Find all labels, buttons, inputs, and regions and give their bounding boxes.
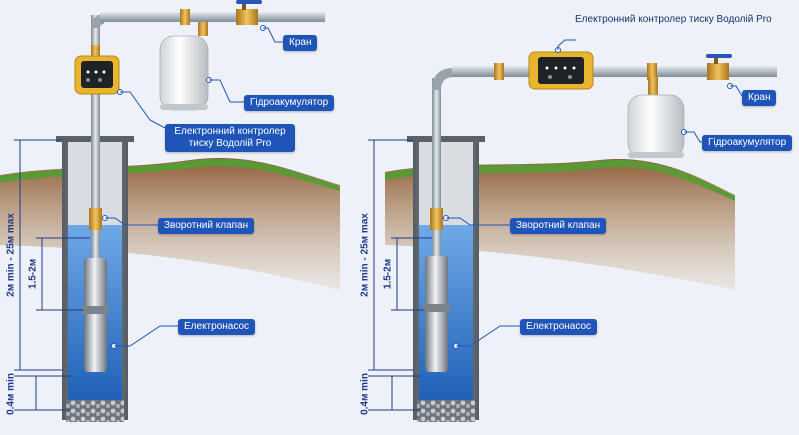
left-controller-label: Електронний контролер тиску Водолій Pro <box>165 124 295 152</box>
right-brass-fitting-1 <box>494 63 504 80</box>
right-vertical-pipe <box>432 78 441 258</box>
left-grass <box>0 159 340 191</box>
right-dim-mid: 1.5-2м <box>382 258 394 290</box>
left-pump-label: Електронасос <box>178 319 256 335</box>
left-check-valve-label: Зворотний клапан <box>158 218 255 234</box>
right-tank-connector <box>648 77 658 97</box>
right-leader-lines <box>446 39 743 347</box>
left-dim-total: 2м min - 25м max <box>5 213 17 297</box>
left-valve-label: Кран <box>283 35 318 51</box>
right-top-pipe <box>452 66 777 77</box>
left-valve-body <box>236 9 258 25</box>
right-controller-label: Електронний контролер тиску Водолій Pro <box>575 14 772 25</box>
left-tank-label: Гідроакумулятор <box>244 95 335 111</box>
left-vertical-pipe-lower <box>91 45 100 55</box>
left-pump <box>82 258 117 372</box>
left-tank <box>159 35 209 111</box>
right-check-valve-label: Зворотний клапан <box>510 218 607 234</box>
left-vertical-pipe <box>91 15 100 260</box>
left-tank-connector <box>198 22 208 36</box>
left-brass-fitting-1 <box>180 9 190 25</box>
right-valve-body <box>707 63 729 80</box>
left-diagram <box>0 0 340 422</box>
left-dim-bottom: 0.4м min <box>5 373 17 415</box>
left-dimension-lines <box>14 139 90 411</box>
right-casing-rim <box>407 136 485 142</box>
right-controller <box>528 47 594 90</box>
right-check-valve <box>430 208 443 230</box>
left-check-valve <box>89 208 102 230</box>
right-dimension-lines <box>368 139 432 411</box>
right-tank-label: Гідроакумулятор <box>702 135 793 151</box>
right-valve-label: Кран <box>742 90 777 106</box>
right-brass-fitting-2 <box>647 63 657 80</box>
right-elbow <box>432 68 454 90</box>
left-dim-mid: 1.5-2м <box>27 258 39 290</box>
left-gravel <box>66 400 124 422</box>
left-top-pipe <box>100 12 325 22</box>
left-controller <box>74 55 123 95</box>
right-dim-total: 2м min - 25м max <box>359 213 371 297</box>
right-tank <box>627 94 685 158</box>
right-gravel <box>417 400 475 422</box>
left-leader-lines <box>105 27 283 347</box>
right-dim-bottom: 0.4м min <box>359 373 371 415</box>
left-valve-handle <box>236 0 262 4</box>
right-pump <box>423 256 459 372</box>
right-pump-label: Електронасос <box>520 319 598 335</box>
right-valve-handle <box>706 54 732 58</box>
